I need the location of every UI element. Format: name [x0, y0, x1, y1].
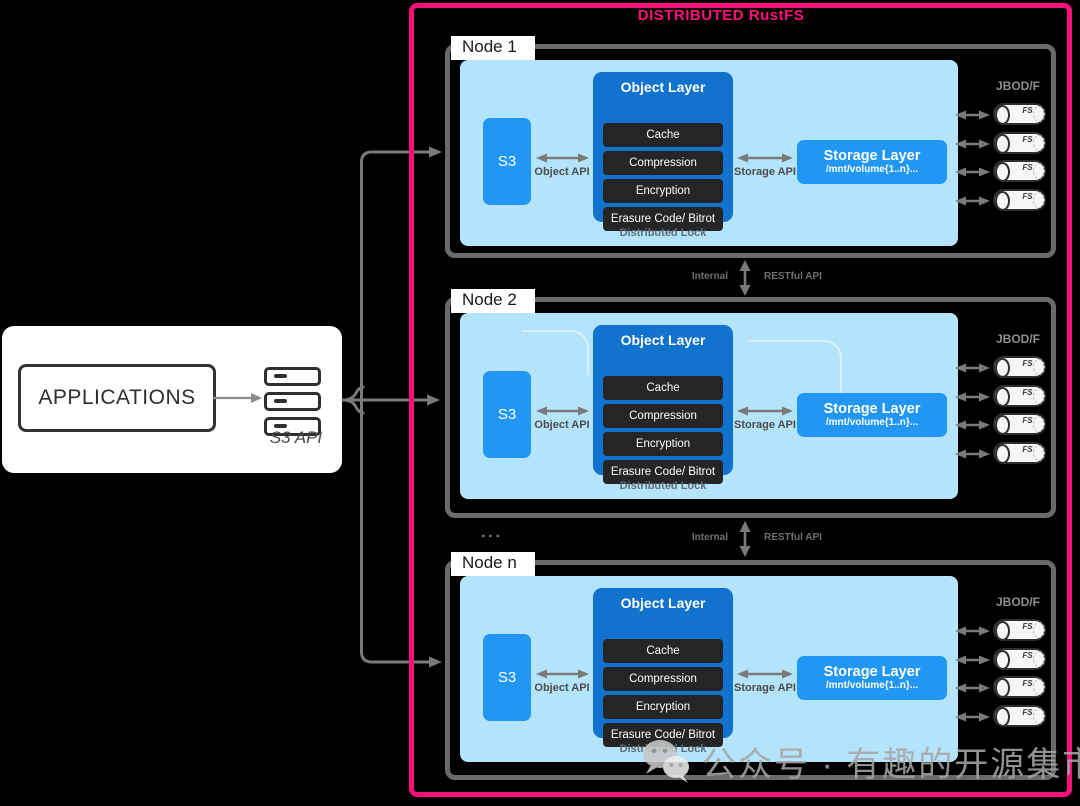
disk-arrow [955, 447, 990, 459]
internal-curve-right [748, 340, 842, 399]
watermark: 公众号 · 有趣的开源集市 [638, 733, 1080, 789]
fs-disk: FS [993, 648, 1046, 670]
s3-box: S3 [483, 118, 531, 205]
cache-item: Cache [603, 123, 723, 147]
node-1-tab: Node 1 [451, 36, 535, 60]
node-n: Node n S3 Object API Object Layer Cache … [445, 552, 1056, 780]
storage-layer: Storage Layer /mnt/volume{1..n}... [797, 393, 947, 437]
storage-api-label: Storage API [734, 682, 796, 694]
storage-layer-title: Storage Layer [823, 401, 921, 417]
server-bar [264, 417, 321, 436]
internal-label: Internal [691, 532, 728, 543]
server-bar [264, 392, 321, 411]
disk-arrow [955, 390, 990, 402]
disk-arrow [955, 624, 990, 636]
applications-box: APPLICATIONS [18, 364, 216, 432]
s3-api-label: S3 API [269, 428, 323, 447]
compression-item: Compression [603, 667, 723, 691]
object-api-arrow [536, 404, 589, 416]
jbod-label: JBOD/F [995, 595, 1040, 609]
fs-disk: FS [993, 356, 1046, 378]
disk-arrow [955, 194, 990, 206]
cache-item: Cache [603, 639, 723, 663]
object-layer: Object Layer Cache Compression Encryptio… [593, 588, 733, 747]
more-nodes-ellipsis: ... [481, 524, 503, 541]
storage-api-arrow [737, 667, 793, 679]
server-bar [264, 367, 321, 386]
object-layer-title: Object Layer [620, 332, 706, 348]
disk-arrow [955, 361, 990, 373]
fs-disk: FS [993, 103, 1046, 125]
encryption-item: Encryption [603, 695, 723, 719]
storage-api-label: Storage API [734, 419, 796, 431]
node-n-tab: Node n [451, 552, 535, 576]
disk-arrow [955, 418, 990, 430]
server-stack-icon [264, 367, 321, 442]
jbod-label: JBOD/F [995, 332, 1040, 346]
storage-api-arrow [737, 151, 793, 163]
fs-disk: FS [993, 442, 1046, 464]
storage-layer-path: /mnt/volume{1..n}... [825, 680, 919, 691]
internal-label: Internal [691, 271, 728, 282]
disk-arrow [955, 137, 990, 149]
object-api-label: Object API [534, 419, 590, 431]
storage-layer-path: /mnt/volume{1..n}... [825, 417, 919, 428]
applications-panel: APPLICATIONS S3 API [2, 326, 342, 473]
distributed-lock-label: Distributed Lock [619, 227, 707, 239]
object-layer: Object Layer Cache Compression Encryptio… [593, 72, 733, 231]
disk-arrow [955, 165, 990, 177]
object-layer-title: Object Layer [620, 595, 706, 611]
node-2: Node 2 S3 Object API Object Layer Cache … [445, 289, 1056, 518]
encryption-item: Encryption [603, 432, 723, 456]
storage-api-label: Storage API [734, 166, 796, 178]
fs-disk: FS [993, 160, 1046, 182]
disk-arrow [955, 653, 990, 665]
fs-disk: FS [993, 385, 1046, 407]
fs-disk: FS [993, 676, 1046, 698]
object-api-label: Object API [534, 166, 590, 178]
s3-box: S3 [483, 634, 531, 721]
compression-item: Compression [603, 404, 723, 428]
node-1: Node 1 S3 Object API Object Layer Cache … [445, 36, 1056, 258]
compression-item: Compression [603, 151, 723, 175]
watermark-text: 公众号 · 有趣的开源集市 [702, 745, 1080, 784]
node-link-arrow [737, 521, 753, 557]
rustfs-title: DISTRIBUTED RustFS [637, 7, 805, 24]
storage-layer: Storage Layer /mnt/volume{1..n}... [797, 140, 947, 184]
storage-layer-title: Storage Layer [823, 664, 921, 680]
object-layer-title: Object Layer [620, 79, 706, 95]
disk-arrow [955, 681, 990, 693]
erasure-item: Erasure Code/ Bitrot [603, 207, 723, 231]
disk-arrow [955, 108, 990, 120]
fs-disk: FS [993, 132, 1046, 154]
s3-box: S3 [483, 371, 531, 458]
wechat-icon [643, 740, 689, 783]
object-api-label: Object API [534, 682, 590, 694]
object-api-arrow [536, 151, 589, 163]
storage-api-arrow [737, 404, 793, 416]
encryption-item: Encryption [603, 179, 723, 203]
restful-api-label: RESTful API [764, 532, 822, 543]
fs-disk: FS [993, 413, 1046, 435]
storage-layer-path: /mnt/volume{1..n}... [825, 164, 919, 175]
disk-arrow [955, 710, 990, 722]
distributed-lock-label: Distributed Lock [619, 480, 707, 492]
cache-item: Cache [603, 376, 723, 400]
internal-curve-left [523, 330, 589, 375]
restful-api-label: RESTful API [764, 271, 822, 282]
fs-disk: FS [993, 705, 1046, 727]
storage-layer-title: Storage Layer [823, 148, 921, 164]
erasure-item: Erasure Code/ Bitrot [603, 460, 723, 484]
fs-disk: FS [993, 619, 1046, 641]
node-2-tab: Node 2 [451, 289, 535, 313]
storage-layer: Storage Layer /mnt/volume{1..n}... [797, 656, 947, 700]
fs-disk: FS [993, 189, 1046, 211]
node-link-arrow [737, 260, 753, 296]
object-layer: Object Layer Cache Compression Encryptio… [593, 325, 733, 484]
object-api-arrow [536, 667, 589, 679]
jbod-label: JBOD/F [995, 79, 1040, 93]
applications-label: APPLICATIONS [38, 386, 196, 409]
